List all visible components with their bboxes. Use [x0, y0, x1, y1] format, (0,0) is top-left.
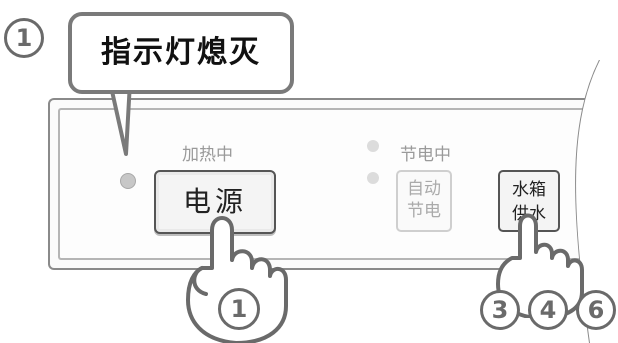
callout-indicator-off: 指示灯熄灭	[68, 12, 294, 94]
pressing-hand-right-icon	[496, 213, 584, 318]
power-saving-led	[367, 140, 379, 152]
step-badge-3: 3	[480, 290, 520, 330]
heating-indicator-led	[120, 173, 136, 189]
auto-save-led	[367, 172, 379, 184]
power-button[interactable]: 电源	[154, 170, 276, 234]
step-number-badge: 1	[4, 18, 44, 58]
step-badge-4: 4	[528, 290, 568, 330]
heating-label: 加热中	[182, 145, 233, 165]
water-label-line1: 水箱	[512, 180, 546, 200]
step-badge-6: 6	[576, 290, 616, 330]
pressing-hand-icon	[186, 216, 288, 343]
hand-step-badge: 1	[218, 288, 260, 330]
auto-save-label-line2: 节电	[407, 201, 441, 221]
auto-power-save-button[interactable]: 自动 节电	[396, 170, 452, 232]
power-saving-label: 节电中	[400, 145, 451, 165]
auto-save-label-line1: 自动	[407, 179, 441, 199]
